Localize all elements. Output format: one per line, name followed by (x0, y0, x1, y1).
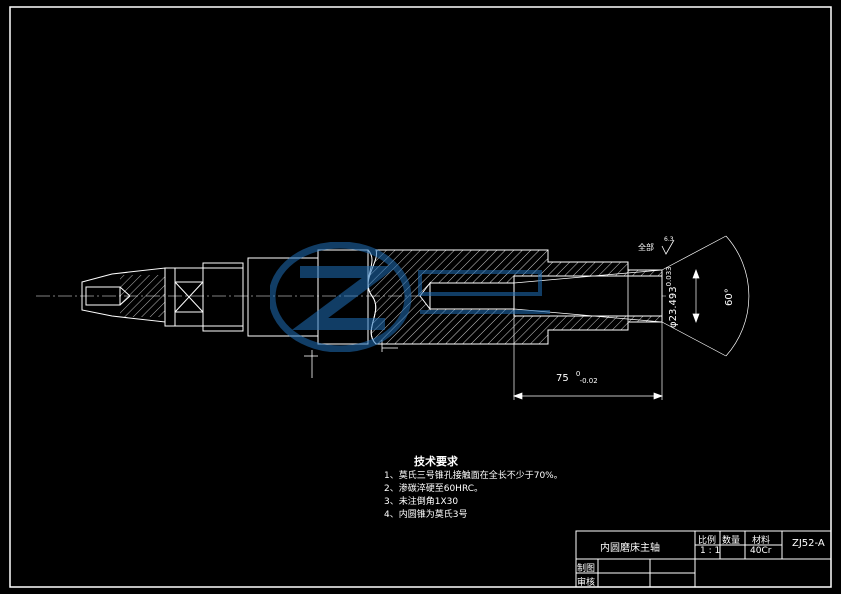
length-dimension (513, 316, 663, 400)
tech-requirement-item: 4、内圆锥为莫氏3号 (384, 510, 468, 520)
scale-value: 1 : 1 (700, 546, 721, 556)
square-section (164, 267, 204, 327)
watermark-logo (270, 242, 550, 352)
surface-finish-value: 6.3 (664, 236, 674, 243)
material-label: 材料 (752, 536, 771, 546)
angle-dimension (661, 235, 750, 357)
shaft-steps (202, 249, 369, 345)
material-value: 40Cr (750, 546, 772, 556)
checked-label: 审核 (577, 578, 596, 588)
angle-dimension-label: 60° (724, 288, 735, 306)
drawn-label: 制图 (577, 564, 596, 574)
section-markers (304, 340, 398, 378)
tip-hatch (120, 275, 165, 317)
drawing-border (9, 6, 832, 588)
tech-requirement-item: 1、莫氏三号锥孔接触面在全长不少于70%。 (384, 471, 563, 481)
diameter-dimension-label: φ23.4930.033 (665, 266, 679, 328)
surface-finish-icon (661, 239, 675, 255)
tech-requirements: 技术要求 1、莫氏三号锥孔接触面在全长不少于70%。 2、渗碳淬硬至60HRC。… (384, 455, 563, 522)
length-dimension-label: 75 0 -0.02 (556, 370, 598, 385)
tech-requirements-title: 技术要求 (414, 455, 458, 468)
tech-requirement-item: 2、渗碳淬硬至60HRC。 (384, 484, 484, 494)
drawing-number: ZJ52-A (792, 538, 825, 549)
tech-requirement-item: 3、未注倒角1X30 (384, 497, 459, 507)
quantity-label: 数量 (722, 536, 741, 546)
scale-label: 比例 (698, 536, 717, 546)
title-block (575, 530, 832, 588)
part-name: 内圆磨床主轴 (600, 543, 660, 554)
surface-note-label: 全部 (638, 243, 654, 252)
